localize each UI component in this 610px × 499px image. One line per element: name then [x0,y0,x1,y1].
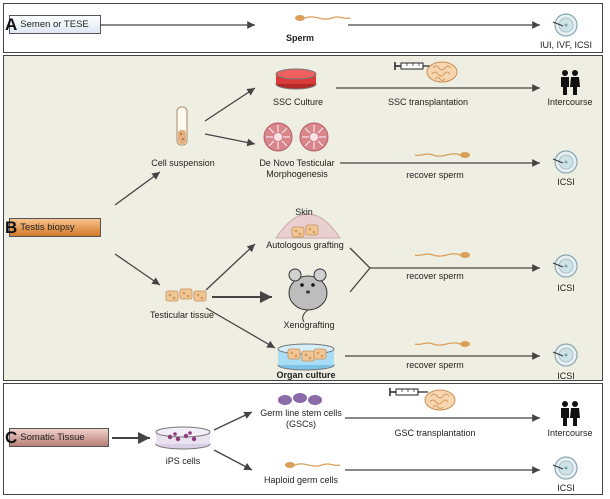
egg-icon-4 [552,343,578,367]
couple-icon-2 [561,401,580,426]
seminiferous-tubule-icon-2 [299,122,329,152]
label-recover-sperm-3: recover sperm [406,360,464,370]
mouse-icon [288,268,328,323]
panel-a-letter: A [5,15,18,34]
label-de-novo-2: Morphogenesis [266,169,328,179]
label-ips-cells: iPS cells [165,456,201,466]
testis-icon-2 [424,389,456,411]
arrow-ips-haploid [213,449,253,471]
tissue-fragment-icon-5 [305,224,319,236]
label-icsi-4: ICSI [557,483,575,493]
panel-c-title: Somatic Tissue [20,432,85,443]
tissue-fragment-icon-3 [193,290,207,302]
sperm-icon-3 [414,251,471,259]
label-ssc-culture: SSC Culture [272,97,324,107]
tissue-fragment-icon-4 [291,226,305,238]
tissue-fragment-icon-2 [179,288,193,300]
label-organ-culture: Organ culture [276,370,336,380]
label-intercourse-1: Intercourse [547,97,593,107]
label-recover-sperm-1: recover sperm [406,170,464,180]
label-gsc-1: Germ line stem cells [260,408,342,418]
label-iui-ivf-icsi: IUI, IVF, ICSI [539,40,593,50]
tissue-fragment-icon [165,290,179,302]
arrow-cs-denovo [204,133,256,147]
panel-c-tag: C Somatic Tissue [5,428,109,447]
panel-a-tag: A Semen or TESE [5,15,101,34]
label-intercourse-2: Intercourse [547,428,593,438]
merge-auto [349,247,371,269]
arrow-b-down [114,253,161,286]
label-recover-sperm-2: recover sperm [406,271,464,281]
tissue-fragment-icon-8 [313,348,327,360]
label-haploid-germ-cells: Haploid germ cells [263,475,339,485]
panel-b-letter: B [5,218,18,237]
sperm-icon-5 [284,461,341,469]
sperm-icon-4 [414,340,471,348]
label-icsi-2: ICSI [557,283,575,293]
label-testicular-tissue: Testicular tissue [149,310,215,320]
testis-icon [426,61,458,83]
gsc-cells-icon [278,393,322,405]
seminiferous-tubule-icon [263,122,293,152]
panel-c-letter: C [5,428,18,447]
label-cell-suspension: Cell suspension [151,158,215,168]
label-icsi-3: ICSI [557,371,575,381]
label-gsc-2: (GSCs) [286,419,316,429]
tissue-fragment-icon-7 [301,350,315,362]
label-sperm: Sperm [285,33,315,43]
egg-icon-5 [552,456,578,480]
egg-icon-3 [552,254,578,278]
label-skin: Skin [295,207,313,217]
syringe-icon-2 [389,387,429,397]
egg-icon-2 [552,150,578,174]
petri-dish-icon [275,68,317,90]
couple-icon [561,70,580,95]
panel-a-title: Semen or TESE [20,19,89,30]
sperm-icon [294,14,351,22]
ips-dish-icon [155,426,211,450]
label-xenografting: Xenografting [283,320,335,330]
label-ssc-transplantation: SSC transplantation [387,97,469,107]
test-tube-icon [176,106,188,146]
arrow-tt-auto [205,243,256,291]
arrow-b-up [114,171,161,206]
label-gsc-transplantation: GSC transplantation [394,428,476,438]
egg-icon [552,13,578,37]
arrow-ips-gsc [213,411,253,431]
tissue-fragment-icon-6 [287,348,301,360]
label-icsi-1: ICSI [557,177,575,187]
arrow-tt-organ [205,307,276,349]
label-de-novo-1: De Novo Testicular [259,158,335,168]
label-autologous-grafting: Autologous grafting [266,240,344,250]
arrow-cs-ssc [204,87,256,122]
panel-b-title: Testis biopsy [20,222,75,233]
panel-a-background [3,3,603,53]
merge-xeno [349,267,371,293]
panel-b-tag: B Testis biopsy [5,218,101,237]
sperm-icon-2 [414,151,471,159]
